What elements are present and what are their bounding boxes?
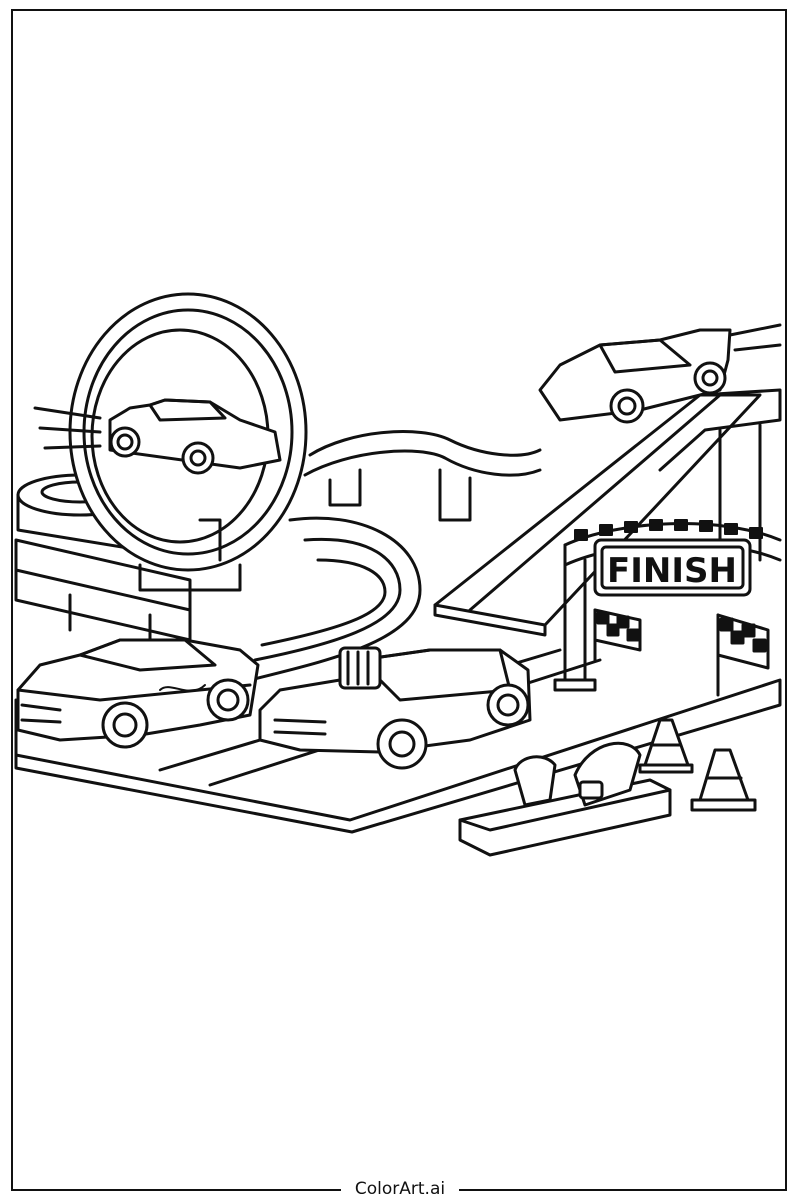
race-car-middle [258,646,532,770]
finish-banner-text: FINISH [607,551,737,591]
launcher-pads [458,741,672,857]
traffic-cone-2 [690,748,757,812]
car-in-loop [33,398,282,475]
footer: ColorArt.ai [0,1176,800,1200]
traffic-cone-1 [638,718,694,774]
checkered-flag-right [716,613,770,697]
car-on-ramp [538,323,782,424]
winding-track [248,430,542,682]
footer-credit: ColorArt.ai [340,1179,460,1199]
finish-arch [553,519,782,692]
finish-banner [593,538,752,597]
stunt-ramp [433,388,782,637]
race-car-left [16,638,260,749]
checkered-flag-left [593,608,642,662]
